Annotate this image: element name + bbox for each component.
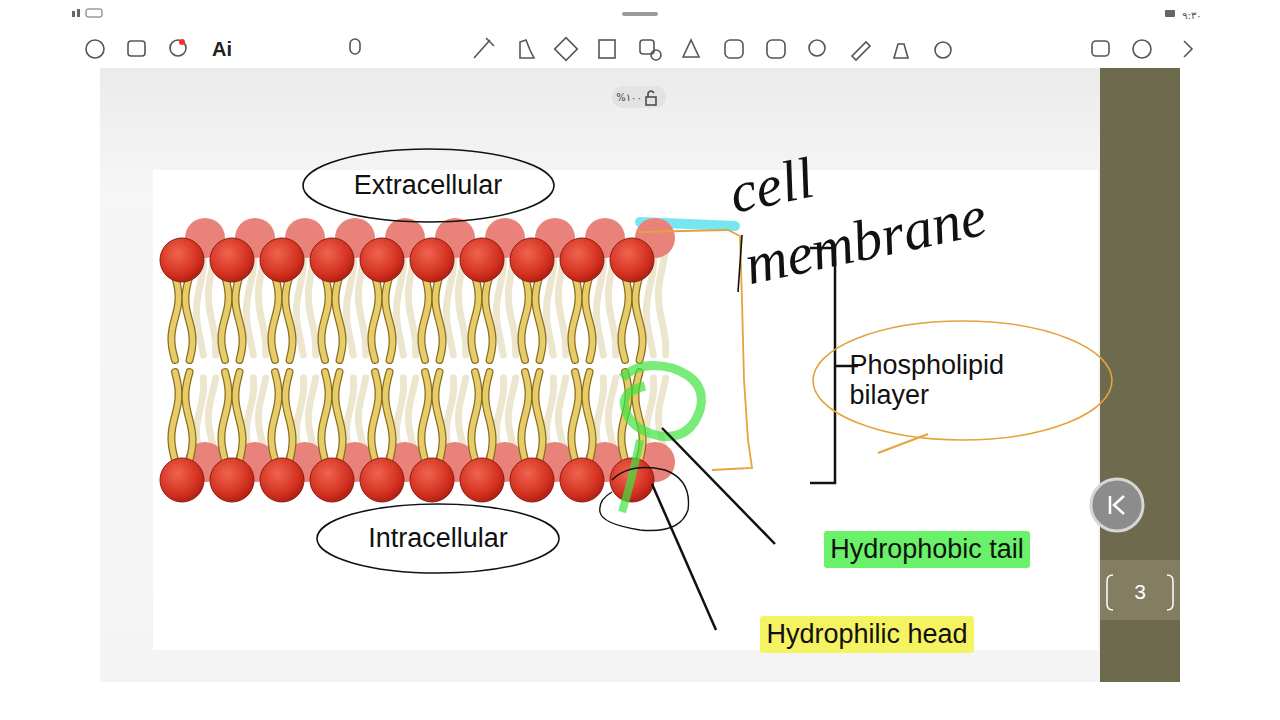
- toolbar: [0, 0, 1280, 68]
- phospholipid-bilayer: [160, 218, 675, 502]
- status-time: ٩:٣٠: [1182, 10, 1201, 21]
- node-text: Intracellular: [368, 523, 508, 553]
- green-scribble: [622, 366, 701, 437]
- lock-icon: [646, 91, 656, 105]
- notification-dot: [179, 39, 185, 45]
- head-circle: [600, 468, 689, 531]
- node-text: Hydrophobic tail: [830, 534, 1024, 564]
- tail-leader: [662, 428, 775, 544]
- side-panel: [1100, 68, 1180, 682]
- node-text: Phospholipid bilayer: [850, 350, 1075, 410]
- structure-label: Phospholipid bilayer: [812, 320, 1113, 441]
- zoom-level: %١٠٠: [616, 92, 642, 103]
- toolbar-label: Ai: [212, 38, 232, 61]
- status-icons: [72, 9, 1175, 17]
- page-tab: [1100, 560, 1180, 620]
- region-label: Intracellular: [316, 503, 560, 574]
- head-leader: [652, 484, 716, 630]
- slide-background: [100, 68, 1100, 682]
- part-label: Hydrophobic tail: [824, 531, 1030, 568]
- orange-bracket: [638, 230, 752, 470]
- part-label: Hydrophilic head: [760, 616, 974, 653]
- node-text: Extracellular: [354, 170, 503, 200]
- page-number: 3: [1134, 580, 1146, 604]
- zoom-pill: [612, 86, 666, 108]
- handwritten-note: cell membrane: [723, 99, 1037, 301]
- drag-handle: [622, 12, 658, 16]
- region-label: Extracellular: [302, 148, 555, 223]
- page-brackets: [1107, 575, 1173, 610]
- toolbar-icons: [86, 38, 1192, 61]
- collapse-button: [1091, 479, 1143, 531]
- collapse-icon: [1110, 496, 1124, 514]
- green-scribble-tail: [622, 440, 640, 512]
- node-text: Hydrophilic head: [766, 619, 967, 649]
